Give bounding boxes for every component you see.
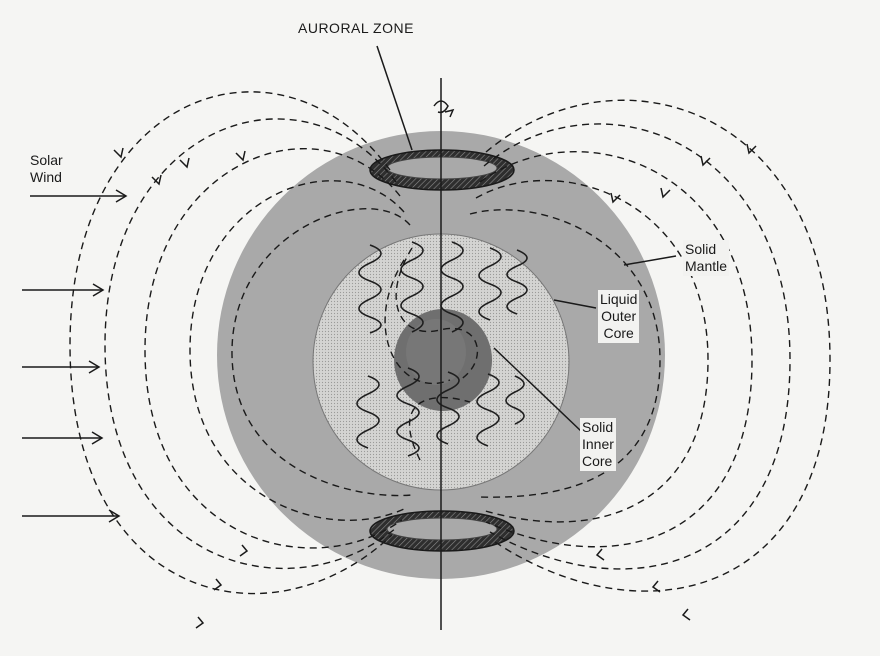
solid-mantle-label-line2: Mantle: [685, 258, 727, 275]
solid-mantle-label: Solid Mantle: [683, 240, 729, 276]
solar-wind-label: Solar Wind: [30, 152, 63, 186]
solar-wind-arrow-icon: [22, 190, 126, 522]
solid-inner-core-label: Solid Inner Core: [580, 418, 616, 471]
rotation-arrow-icon: [434, 101, 453, 117]
solar-wind-label-line1: Solar: [30, 152, 63, 169]
solid-inner-core: [394, 309, 492, 411]
liquid-outer-core-label-line2: Outer: [600, 308, 637, 325]
liquid-outer-core-label-line3: Core: [600, 325, 637, 342]
solid-inner-core-label-line1: Solid: [582, 419, 614, 436]
auroral-zone-north: [370, 150, 514, 190]
solar-wind-label-line2: Wind: [30, 169, 63, 186]
solid-mantle-label-line1: Solid: [685, 241, 727, 258]
solid-inner-core-label-line2: Inner: [582, 436, 614, 453]
auroral-zone-label: AURORAL ZONE: [298, 20, 414, 37]
liquid-outer-core-label-line1: Liquid: [600, 291, 637, 308]
solid-inner-core-label-line3: Core: [582, 453, 614, 470]
liquid-outer-core-label: Liquid Outer Core: [598, 290, 639, 343]
